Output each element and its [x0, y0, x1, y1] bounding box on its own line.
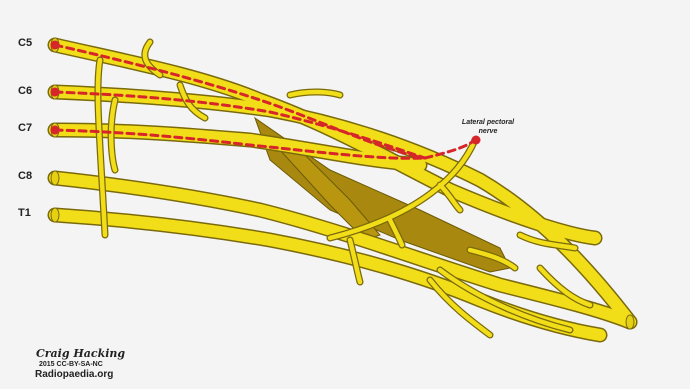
- root-label-c7: C7: [18, 122, 32, 134]
- credit-site: Radiopaedia.org: [35, 369, 113, 380]
- root-label-c6: C6: [18, 85, 32, 97]
- credit-license: 2015 CC-BY-SA-NC: [39, 361, 103, 368]
- c7-trace-dot: [51, 126, 60, 135]
- lateral-pectoral-nerve-dot: [472, 136, 481, 145]
- root-label-c5: C5: [18, 37, 32, 49]
- c6-trace-dot: [51, 88, 60, 97]
- lateral-pectoral-nerve-label: Lateral pectoral nerve: [458, 118, 518, 136]
- c5-trace-dot: [51, 41, 60, 50]
- credit-author: Craig Hacking: [36, 347, 125, 360]
- root-label-c8: C8: [18, 170, 32, 182]
- root-label-t1: T1: [18, 207, 31, 219]
